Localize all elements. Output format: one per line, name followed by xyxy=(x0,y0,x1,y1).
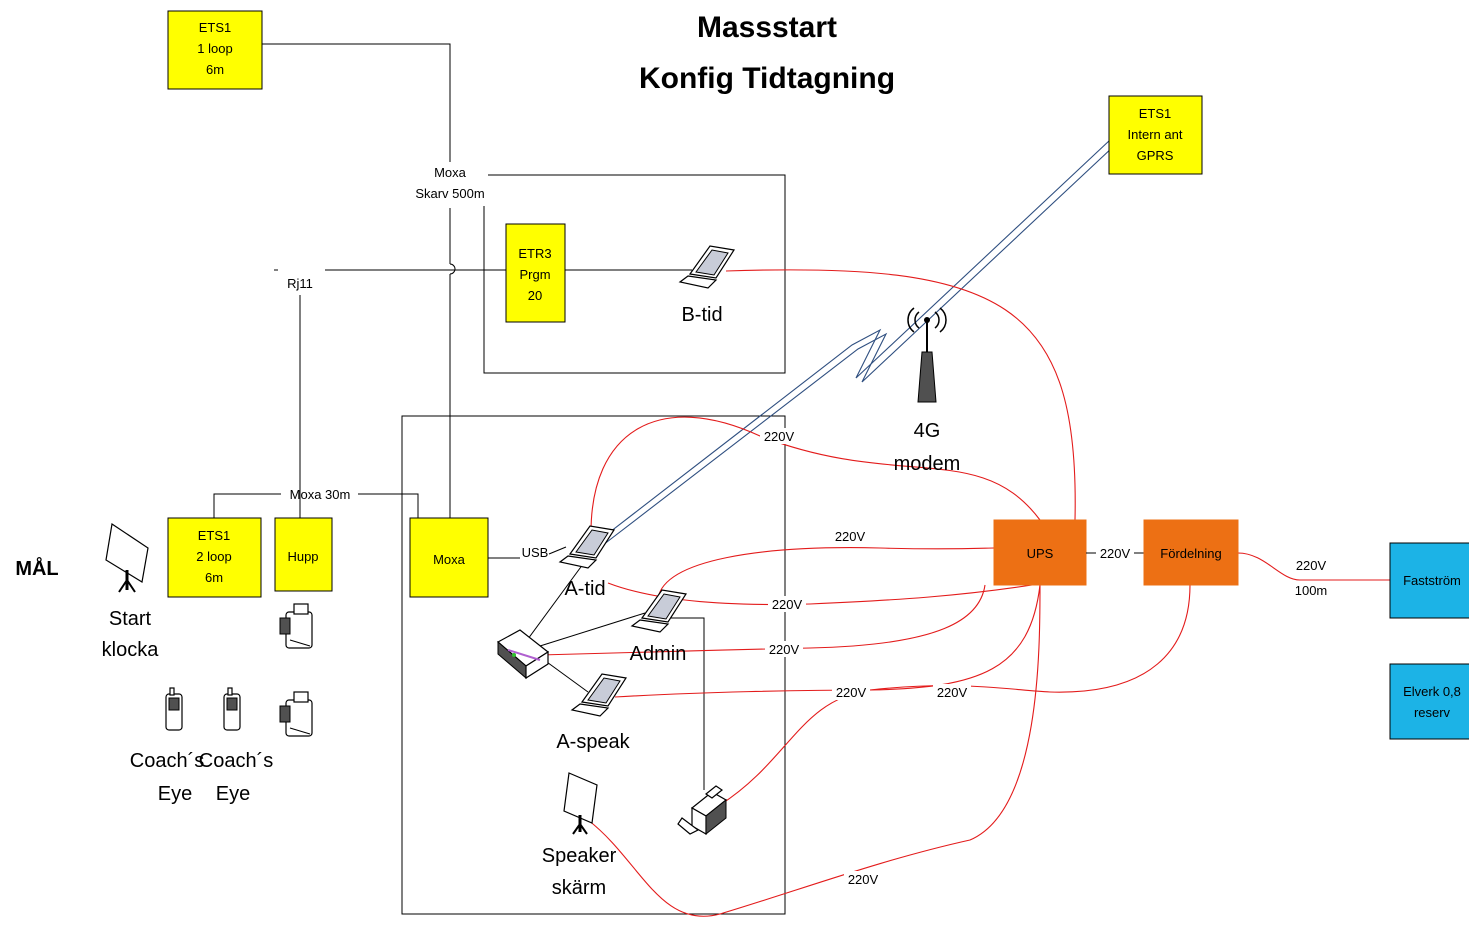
router-icon xyxy=(496,629,550,680)
svg-text:Eye: Eye xyxy=(158,783,192,805)
svg-text:B-tid: B-tid xyxy=(681,304,722,326)
moxa-skarv-label-2: Skarv 500m xyxy=(415,186,484,201)
svg-text:ETR3: ETR3 xyxy=(518,246,551,261)
admin-laptop: Admin xyxy=(630,589,687,665)
svg-text:Prgm: Prgm xyxy=(519,267,550,282)
faststrom-box: Fastström xyxy=(1389,542,1469,619)
fordelning-box: Fördelning xyxy=(1143,519,1239,586)
svg-text:220V: 220V xyxy=(848,872,879,887)
svg-text:100m: 100m xyxy=(1295,583,1328,598)
ups-box: UPS xyxy=(993,519,1087,586)
svg-text:Admin: Admin xyxy=(630,643,687,665)
start-klocka: Start klocka xyxy=(102,522,160,661)
svg-text:Start: Start xyxy=(109,608,152,630)
svg-text:reserv: reserv xyxy=(1414,705,1451,720)
svg-text:klocka: klocka xyxy=(102,639,160,661)
cell-tower-icon xyxy=(907,307,947,403)
svg-text:Hupp: Hupp xyxy=(287,549,318,564)
mobile-phone-icon xyxy=(223,687,241,731)
svg-text:220V: 220V xyxy=(764,429,795,444)
video-camera-icon xyxy=(279,603,313,649)
svg-text:modem: modem xyxy=(894,453,961,475)
svg-text:2 loop: 2 loop xyxy=(196,549,231,564)
title-line1: Massstart xyxy=(697,11,837,44)
laptop-icon xyxy=(558,525,615,569)
svg-text:6m: 6m xyxy=(206,62,224,77)
svg-text:Moxa: Moxa xyxy=(433,552,466,567)
gprs-radio-link xyxy=(596,139,1115,546)
svg-text:ETS1: ETS1 xyxy=(199,20,232,35)
svg-text:Intern ant: Intern ant xyxy=(1128,127,1183,142)
svg-text:Fördelning: Fördelning xyxy=(1160,546,1221,561)
svg-text:A-tid: A-tid xyxy=(564,578,605,600)
hupp-box: Hupp xyxy=(274,517,333,592)
svg-text:A-speak: A-speak xyxy=(556,731,630,753)
svg-text:4G: 4G xyxy=(914,420,941,442)
side-label-mal: MÅL xyxy=(15,556,58,580)
power-voltage-labels: 220V 220V 220V 220V 220V 220V 220V 220V … xyxy=(760,428,1327,887)
modem-4g: 4G modem xyxy=(894,307,961,475)
svg-text:Elverk 0,8: Elverk 0,8 xyxy=(1403,684,1461,699)
mobile-phone-icon xyxy=(165,687,183,731)
moxa-30m-label: Moxa 30m xyxy=(290,487,351,502)
signal-wires xyxy=(213,43,705,790)
title-line2: Konfig Tidtagning xyxy=(639,62,895,95)
svg-text:220V: 220V xyxy=(772,597,803,612)
svg-text:ETS1: ETS1 xyxy=(198,528,231,543)
laptop-icon xyxy=(570,673,627,717)
svg-text:20: 20 xyxy=(528,288,542,303)
ets1-top-box: ETS1 1 loop 6m xyxy=(167,10,263,90)
svg-text:220V: 220V xyxy=(1296,558,1327,573)
a-tid-laptop: A-tid xyxy=(558,525,615,600)
svg-text:6m: 6m xyxy=(205,570,223,585)
laptop-icon xyxy=(678,245,735,289)
projector-screen-icon xyxy=(105,522,149,593)
svg-text:Coach´s: Coach´s xyxy=(199,750,273,772)
ets1-gprs-box: ETS1 Intern ant GPRS xyxy=(1108,95,1203,175)
moxa-box: Moxa xyxy=(409,517,489,598)
rj11-label: Rj11 xyxy=(287,276,313,291)
svg-text:Coach´s: Coach´s xyxy=(130,750,204,772)
svg-text:220V: 220V xyxy=(835,529,866,544)
a-tid-enclosure xyxy=(401,415,786,915)
a-speak-laptop: A-speak xyxy=(556,673,631,753)
svg-text:UPS: UPS xyxy=(1027,546,1054,561)
svg-text:Fastström: Fastström xyxy=(1403,573,1461,588)
svg-text:GPRS: GPRS xyxy=(1137,148,1174,163)
coach-eye-1: Coach´s Eye xyxy=(130,687,204,805)
speaker-skarm: Speaker skärm xyxy=(542,772,617,899)
etr3-box: ETR3 Prgm 20 xyxy=(505,223,566,323)
svg-text:220V: 220V xyxy=(937,685,968,700)
svg-text:Speaker: Speaker xyxy=(542,845,617,867)
svg-text:220V: 220V xyxy=(836,685,867,700)
moxa-skarv-label-1: Moxa xyxy=(434,165,467,180)
svg-text:skärm: skärm xyxy=(552,877,606,899)
ups-fordelning-voltage: 220V xyxy=(1100,546,1131,561)
coach-eye-2: Coach´s Eye xyxy=(199,687,273,805)
usb-label: USB xyxy=(522,545,549,560)
printer-icon xyxy=(677,785,728,836)
svg-text:Eye: Eye xyxy=(216,783,250,805)
svg-text:ETS1: ETS1 xyxy=(1139,106,1172,121)
b-tid-enclosure xyxy=(483,174,786,374)
ets1-finish-box: ETS1 2 loop 6m xyxy=(167,517,262,598)
b-tid-laptop: B-tid xyxy=(678,245,735,326)
svg-text:220V: 220V xyxy=(769,642,800,657)
projector-screen-icon xyxy=(563,772,598,835)
video-camera-icon xyxy=(279,691,313,737)
laptop-icon xyxy=(630,589,687,633)
elverk-box: Elverk 0,8 reserv xyxy=(1389,663,1469,740)
svg-text:1 loop: 1 loop xyxy=(197,41,232,56)
